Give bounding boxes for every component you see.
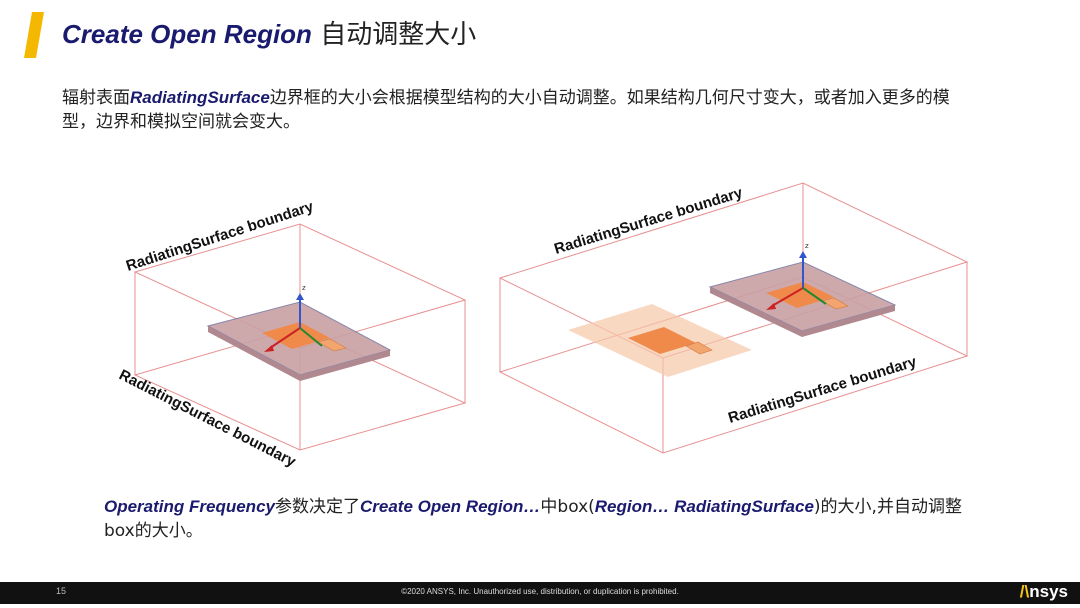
ansys-logo: /\nsys xyxy=(1020,582,1068,602)
right-bottom-boundary-label: RadiatingSurface boundary xyxy=(726,353,919,427)
bottom-em-frequency: Operating Frequency xyxy=(104,497,275,516)
boundary-diagram: z RadiatingSurface boundary RadiatingSur… xyxy=(116,182,969,471)
bottom-note: Operating Frequency参数决定了Create Open Regi… xyxy=(104,495,984,543)
para-pre: 辐射表面 xyxy=(62,88,130,108)
bottom-text-3: )的大小,并自动调整box的大小。 xyxy=(104,497,962,541)
footer-bar: 15 ©2020 ANSYS, Inc. Unauthorized use, d… xyxy=(0,582,1080,604)
title-chinese: 自动调整大小 xyxy=(311,20,477,50)
right-model-left xyxy=(628,327,713,355)
ansys-logo-text: nsys xyxy=(1029,582,1068,601)
ansys-logo-mark: /\ xyxy=(1019,582,1030,601)
page-title: Create Open Region 自动调整大小 xyxy=(62,14,476,51)
title-accent-bar xyxy=(24,12,44,58)
bottom-text-1: 参数决定了 xyxy=(274,497,360,517)
bottom-text-2: 中box( xyxy=(540,497,595,517)
right-axis-label: z xyxy=(805,242,809,250)
left-bottom-boundary-label: RadiatingSurface boundary xyxy=(116,366,299,470)
right-top-boundary-label: RadiatingSurface boundary xyxy=(552,184,745,258)
left-axis-label: z xyxy=(302,284,306,292)
left-top-boundary-label: RadiatingSurface boundary xyxy=(124,198,316,275)
left-antenna-model: z xyxy=(206,284,392,381)
bottom-em-create-region: Create Open Region… xyxy=(359,497,541,516)
copyright-notice: ©2020 ANSYS, Inc. Unauthorized use, dist… xyxy=(401,587,679,596)
page-number: 15 xyxy=(56,586,67,596)
bottom-em-region-surface: Region… RadiatingSurface xyxy=(594,497,814,516)
title-english: Create Open Region xyxy=(62,19,312,49)
para-emphasis: RadiatingSurface xyxy=(130,88,270,107)
para-post: 边界框的大小会根据模型结构的大小自动调整。如果结构几何尺寸变大，或者加入更多的模… xyxy=(62,88,950,132)
description-paragraph: 辐射表面RadiatingSurface边界框的大小会根据模型结构的大小自动调整… xyxy=(62,86,962,134)
right-antenna-model: z xyxy=(708,242,897,337)
